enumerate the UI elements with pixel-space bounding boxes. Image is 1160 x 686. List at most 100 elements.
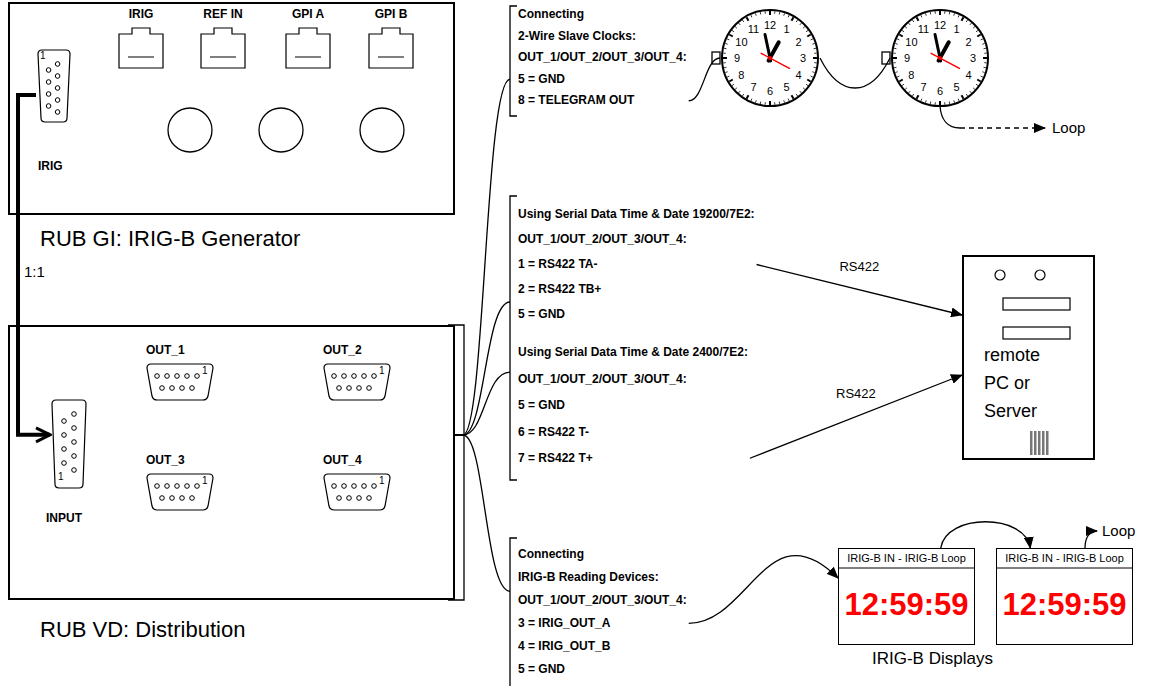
group-caption: IRIG-B Displays xyxy=(870,649,995,669)
connector-label: OUT_2 xyxy=(323,344,362,358)
rj45-jack: GPI B xyxy=(368,27,414,69)
jack-label: IRIG xyxy=(129,8,154,22)
pin-assignment: 2 = RS422 TB+ xyxy=(518,277,755,302)
connector-label: OUT_3 xyxy=(146,454,185,468)
shape-outline xyxy=(285,27,331,69)
clock-numeral: 7 xyxy=(750,81,756,92)
jack-label: GPI B xyxy=(375,8,408,22)
connector-label: INPUT xyxy=(46,512,82,526)
pin-assignment: OUT_1/OUT_2/OUT_3/OUT_4: xyxy=(518,589,687,612)
pin-number: 1 xyxy=(379,476,385,486)
clock-numeral: 3 xyxy=(970,53,976,64)
display-time: 12:59:59 xyxy=(1002,589,1126,620)
pin-assignment: OUT_1/OUT_2/OUT_3/OUT_4: xyxy=(518,47,687,69)
clock-numeral: 1 xyxy=(783,24,789,35)
pin-assignment: 8 = TELEGRAM OUT xyxy=(518,90,687,112)
pin-number: 1 xyxy=(202,476,208,486)
edge-label: 1:1 xyxy=(22,263,47,280)
connector xyxy=(455,435,510,591)
pin-assignment-block: Using Serial Data Time & Date 19200/7E2:… xyxy=(510,202,757,327)
loop-wire xyxy=(940,106,960,128)
pin-assignment: 5 = GND xyxy=(518,69,687,91)
connector-label: OUT_1 xyxy=(146,344,185,358)
irig-display: IRIG-B IN - IRIG-B Loop 12:59:59 xyxy=(996,548,1133,645)
clock-numeral: 9 xyxy=(904,53,910,64)
pin-assignment: 6 = RS422 T- xyxy=(518,419,748,446)
loop-arrow xyxy=(1085,531,1097,548)
clock-numeral: 12 xyxy=(934,20,946,31)
server-label: remote PC or Server xyxy=(984,341,1056,425)
connector xyxy=(689,555,838,623)
connector xyxy=(455,79,510,435)
rj45-jack: REF IN xyxy=(200,27,246,69)
bnc-socket xyxy=(360,108,404,152)
display-header: IRIG-B IN - IRIG-B Loop xyxy=(1005,552,1124,565)
clock-numeral: 6 xyxy=(937,86,943,97)
device-caption: RUB GI: IRIG-B Generator xyxy=(40,226,300,251)
pin-assignment: 5 = GND xyxy=(518,658,687,681)
clock-numeral: 9 xyxy=(734,53,740,64)
bracket xyxy=(510,6,517,116)
pin-number: 1 xyxy=(379,366,385,376)
clock-numeral: 6 xyxy=(767,86,773,97)
db9-connector: OUT_31 xyxy=(145,472,215,512)
db9-connector: OUT_21 xyxy=(322,362,392,402)
rj45-jack: IRIG xyxy=(118,27,164,69)
bracket xyxy=(510,196,517,480)
clock-numeral: 11 xyxy=(918,24,929,35)
bnc-socket xyxy=(259,108,303,152)
shape-outline xyxy=(50,398,88,490)
clock-numeral: 8 xyxy=(738,69,744,80)
connector xyxy=(750,375,962,458)
shape-outline xyxy=(200,27,246,69)
pin-assignment-block: Connecting2-Wire Slave Clocks:OUT_1/OUT_… xyxy=(510,4,689,112)
slave-clock: 121234567891011 xyxy=(890,8,990,108)
jack-label: GPI A xyxy=(292,8,324,22)
pin-number: 1 xyxy=(202,366,208,376)
pin-assignment: Using Serial Data Time & Date 2400/7E2: xyxy=(518,339,748,366)
pin-assignment-block: Using Serial Data Time & Date 2400/7E2:O… xyxy=(510,339,750,472)
pin-assignment-block: ConnectingIRIG-B Reading Devices:OUT_1/O… xyxy=(510,543,689,681)
bracket xyxy=(448,325,464,600)
pin-assignment: Using Serial Data Time & Date 19200/7E2: xyxy=(518,202,755,227)
clock-terminal xyxy=(882,52,890,64)
pin-assignment: 3 = IRIG_OUT_A xyxy=(518,612,687,635)
system-box: RUB GI: IRIG-B GeneratorIRIGREF INGPI AG… xyxy=(8,2,455,215)
clock-numeral: 1 xyxy=(953,24,959,35)
db9-connector: 1IRIG xyxy=(36,48,72,124)
loop-label: Loop xyxy=(1050,119,1087,136)
bnc-socket xyxy=(168,108,212,152)
pin-assignment: OUT_1/OUT_2/OUT_3/OUT_4: xyxy=(518,227,755,252)
connector xyxy=(18,95,50,435)
shape-outline xyxy=(368,27,414,69)
connector xyxy=(820,58,890,88)
display-header: IRIG-B IN - IRIG-B Loop xyxy=(847,552,966,565)
display-time: 12:59:59 xyxy=(844,589,968,620)
system-box: RUB VD: Distribution1INPUTOUT_11OUT_21OU… xyxy=(8,325,455,600)
connector-label: OUT_4 xyxy=(323,454,362,468)
pin-assignment: 2-Wire Slave Clocks: xyxy=(518,26,687,48)
clock-numeral: 7 xyxy=(920,81,926,92)
clock-numeral: 10 xyxy=(905,36,917,47)
pin-assignment: 5 = GND xyxy=(518,392,748,419)
loop-arrow xyxy=(960,127,1045,128)
remote-server: remote PC or Server xyxy=(962,255,1095,460)
db9-connector: 1INPUT xyxy=(50,398,88,490)
pin-assignment: 7 = RS422 T+ xyxy=(518,445,748,472)
connector xyxy=(455,372,510,435)
clock-numeral: 11 xyxy=(748,24,759,35)
pin-assignment: 4 = IRIG_OUT_B xyxy=(518,635,687,658)
shape-outline xyxy=(118,27,164,69)
clock-numeral: 3 xyxy=(800,53,806,64)
pin-number: 1 xyxy=(40,51,46,61)
pin-assignment: 1 = RS422 TA- xyxy=(518,252,755,277)
slave-clock: 121234567891011 xyxy=(720,8,820,108)
clock-numeral: 5 xyxy=(783,81,789,92)
clock-numeral: 10 xyxy=(735,36,747,47)
db9-connector: OUT_11 xyxy=(145,362,215,402)
clock-numeral: 2 xyxy=(796,36,802,47)
pin-assignment: Connecting xyxy=(518,4,687,26)
loop-label: Loop xyxy=(1100,522,1137,539)
pin-assignment: OUT_1/OUT_2/OUT_3/OUT_4: xyxy=(518,366,748,393)
pin-assignment: IRIG-B Reading Devices: xyxy=(518,566,687,589)
